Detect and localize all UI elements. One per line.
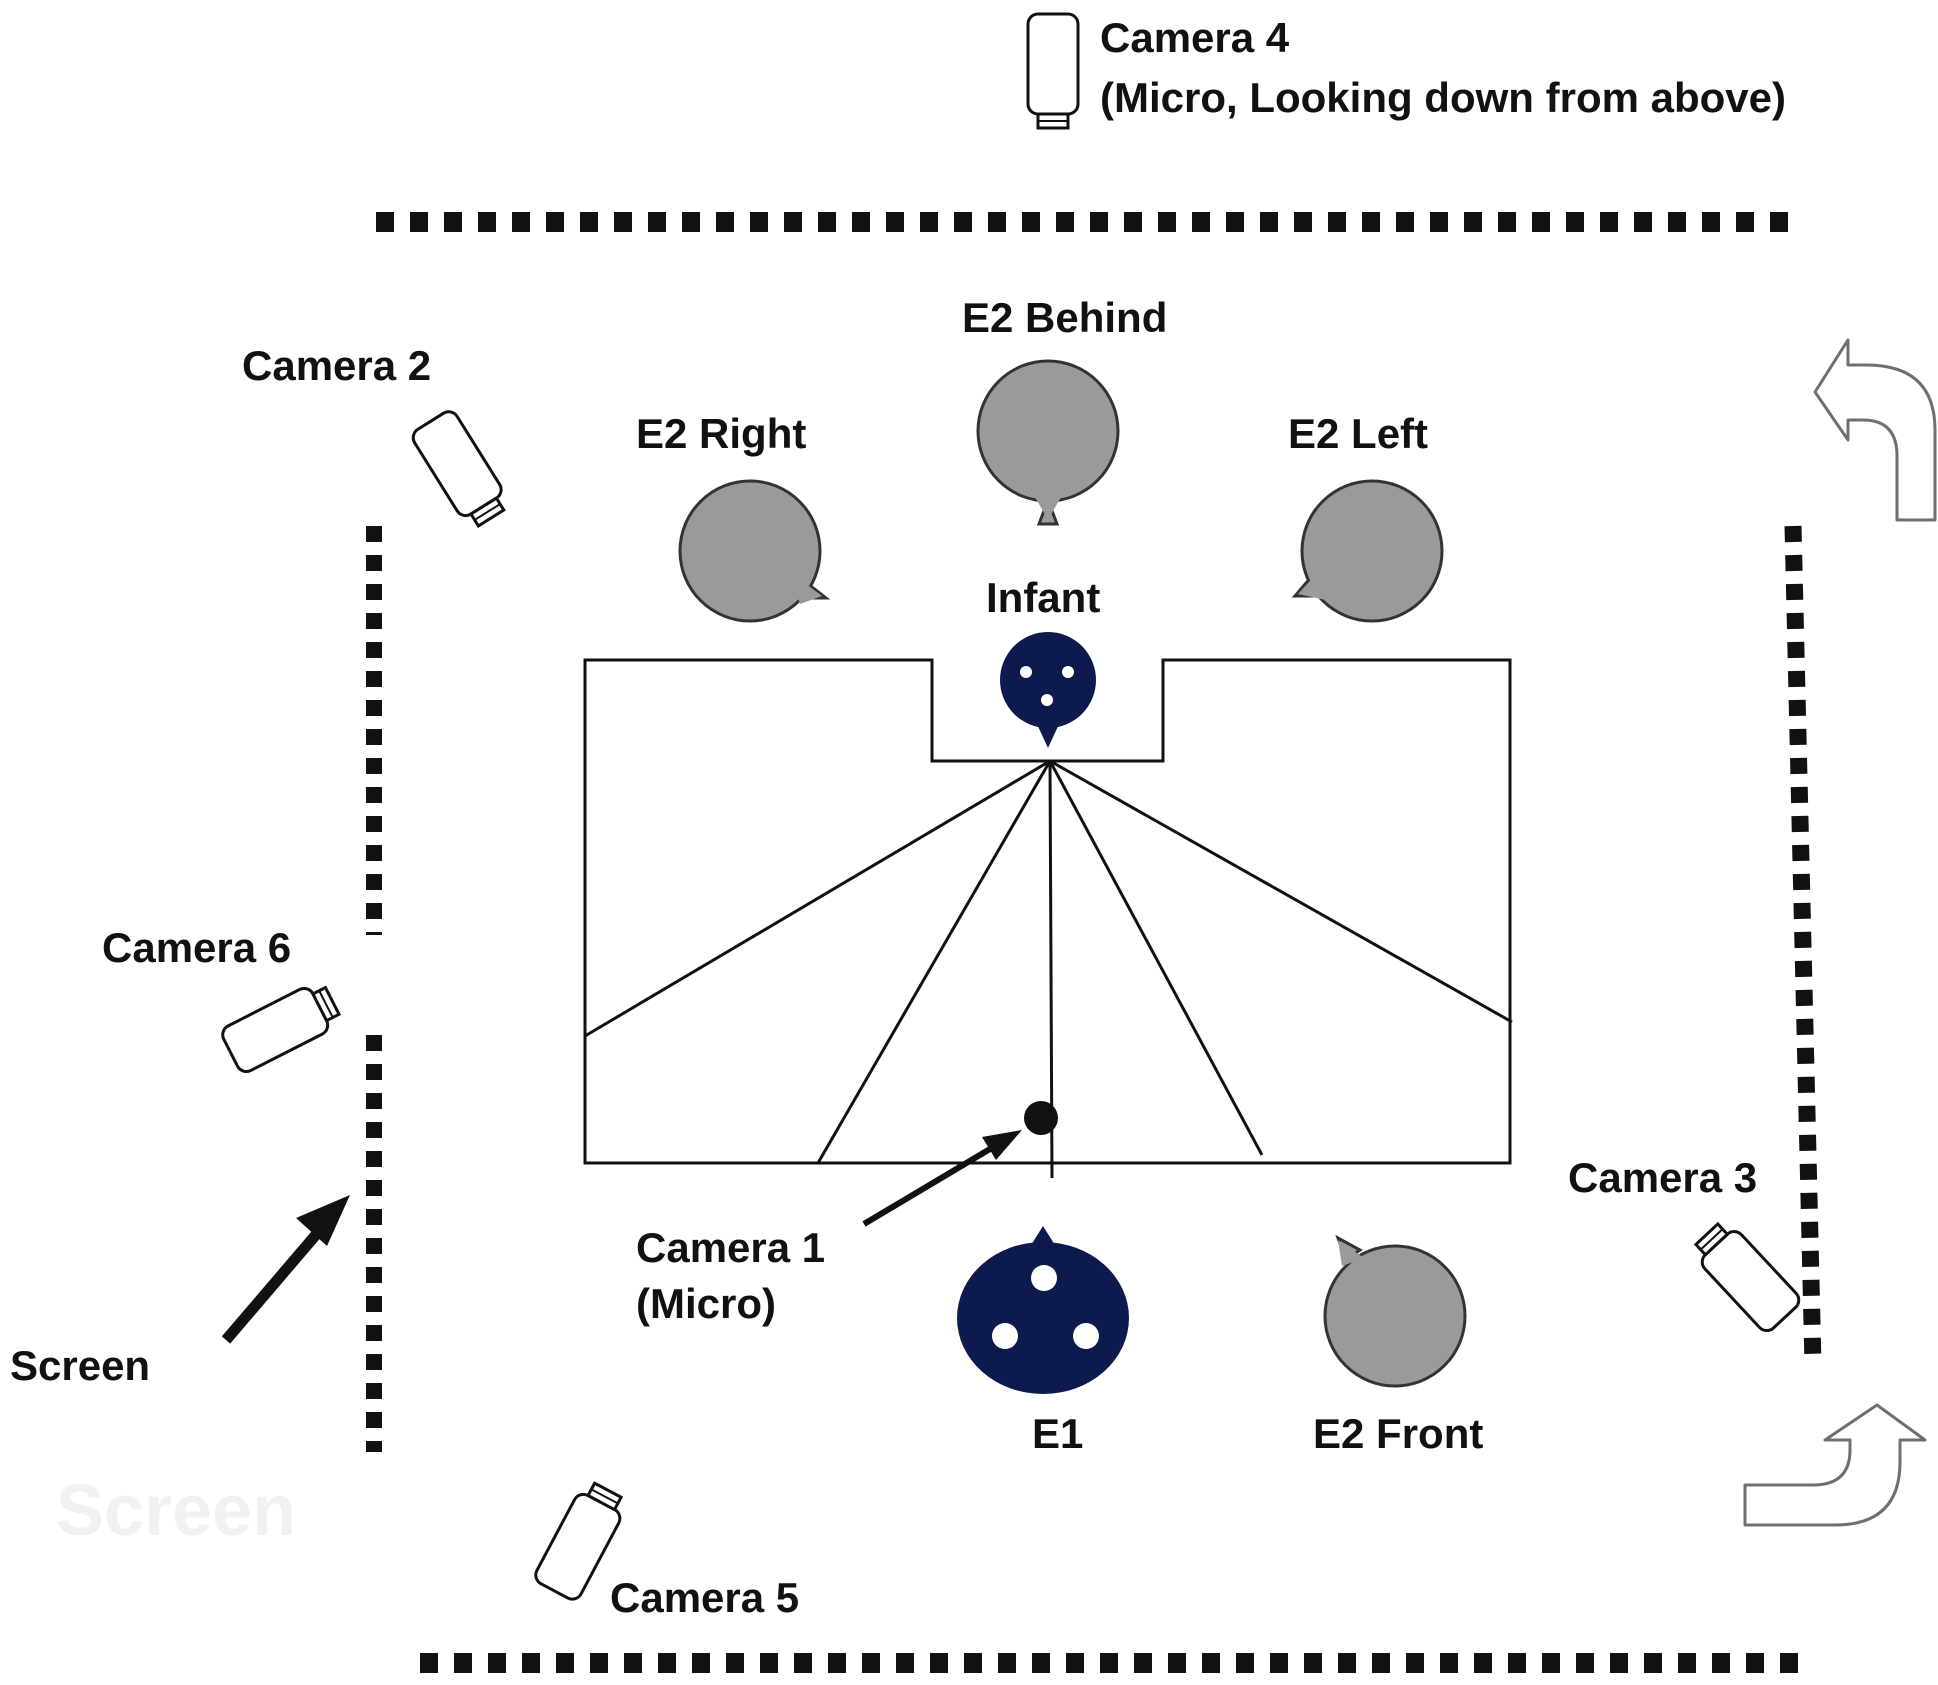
curved-arrow-right-icon	[1743, 1403, 1927, 1527]
e1-label: E1	[1032, 1410, 1083, 1457]
e2-front-icon	[1323, 1234, 1467, 1388]
e2-left-label: E2 Left	[1288, 410, 1428, 457]
camera1-sublabel: (Micro)	[636, 1280, 776, 1327]
e2-right-icon	[678, 479, 831, 623]
camera4-sublabel: (Micro, Looking down from above)	[1100, 74, 1786, 121]
camera2-label: Camera 2	[242, 342, 431, 389]
wall-right	[1784, 525, 1822, 1366]
camera5-label: Camera 5	[610, 1574, 799, 1621]
curved-arrow-up-icon	[1813, 338, 1937, 522]
screen-label: Screen	[10, 1342, 150, 1389]
screen-pointer-arrow	[221, 1195, 350, 1344]
camera1-marker	[1024, 1101, 1058, 1135]
camera4-icon	[1026, 12, 1080, 130]
room-walls	[366, 212, 1822, 1673]
e2-behind-label: E2 Behind	[962, 294, 1167, 341]
camera1-label: Camera 1	[636, 1224, 825, 1271]
infant-label: Infant	[986, 574, 1100, 621]
camera1-pointer-arrow	[862, 1130, 1022, 1227]
camera3-icon	[1693, 1221, 1801, 1333]
e2-front-label: E2 Front	[1313, 1410, 1483, 1457]
e1-icon	[957, 1226, 1129, 1394]
e2-behind-icon	[976, 359, 1120, 526]
camera6-label: Camera 6	[102, 924, 291, 971]
labels: Camera 4 (Micro, Looking down from above…	[10, 14, 1786, 1621]
e2-left-icon	[1291, 479, 1444, 623]
camera3-label: Camera 3	[1568, 1154, 1757, 1201]
screen-faint-label: Screen	[56, 1471, 296, 1551]
e2-right-label: E2 Right	[636, 410, 806, 457]
camera2-icon	[411, 410, 506, 528]
camera4-label: Camera 4	[1100, 14, 1290, 61]
camera5-icon	[534, 1481, 624, 1601]
infant-icon	[1000, 632, 1096, 748]
camera6-icon	[221, 985, 342, 1074]
